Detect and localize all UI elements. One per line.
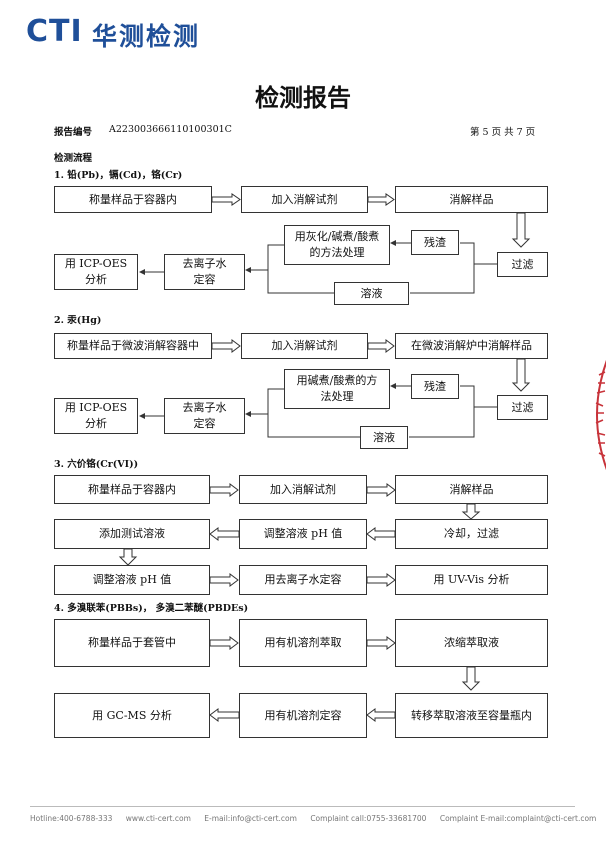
footer-website: www.cti-cert.com (125, 814, 191, 823)
section-heading-1: 1. 铅(Pb)，镉(Cd)，铬(Cr) (54, 170, 183, 181)
footer-complaint-call: Complaint call:0755-33681700 (310, 814, 427, 823)
flow-box: 残渣 (411, 230, 459, 255)
flow-box: 去离子水定容 (164, 398, 245, 434)
flow-box: 用灰化/碱煮/酸煮的方法处理 (284, 225, 390, 265)
footer-divider (30, 806, 575, 807)
page-indicator: 第 5 页 共 7 页 (470, 127, 536, 138)
flow-box: 在微波消解炉中消解样品 (395, 333, 548, 359)
flow-box: 调整溶液 pH 值 (239, 519, 367, 549)
flow-box: 加入消解试剂 (239, 475, 367, 504)
official-stamp-icon (595, 359, 606, 471)
section-title: 检测流程 (54, 153, 93, 164)
cti-logo-chinese: 华测检测 (92, 22, 201, 51)
flow-box: 用 GC-MS 分析 (54, 693, 210, 738)
flow-box: 溶液 (360, 426, 408, 449)
flow-box: 去离子水定容 (164, 254, 245, 290)
report-number: A2230036661101003​01C (109, 124, 232, 135)
section-heading-4: 4. 多溴联苯(PBBs)， 多溴二苯醚(PBDEs) (54, 603, 249, 614)
cti-logo: CTI (26, 14, 83, 49)
flow-box: 加入消解试剂 (241, 333, 368, 359)
flow-box: 用碱煮/酸煮的方法处理 (284, 369, 390, 409)
flow-box: 用有机溶剂萃取 (239, 619, 367, 667)
footer-complaint-email: Complaint E-mail:complaint@cti-cert.com (439, 814, 597, 823)
flow-box: 过滤 (497, 395, 548, 420)
footer-hotline: Hotline:400-6788-333 (30, 814, 113, 823)
flow-box: 用 ICP-OES 分析 (54, 254, 138, 290)
section-heading-3: 3. 六价铬(Cr(VI)) (54, 459, 139, 470)
flow-box: 加入消解试剂 (241, 186, 368, 213)
flow-box: 残渣 (411, 374, 459, 399)
flow-box: 用去离子水定容 (239, 565, 367, 595)
footer: Hotline:400-6788-333 www.cti-cert.com E-… (30, 814, 606, 823)
flow-box: 用 UV-Vis 分析 (395, 565, 548, 595)
flow-box: 溶液 (334, 282, 409, 305)
footer-email: E-mail:info@cti-cert.com (204, 814, 297, 823)
flow-box: 冷却，过滤 (395, 519, 548, 549)
flow-box: 称量样品于微波消解容器中 (54, 333, 212, 359)
flow-box: 调整溶液 pH 值 (54, 565, 210, 595)
flow-box: 转移萃取溶液至容量瓶内 (395, 693, 548, 738)
section-heading-2: 2. 汞(Hg) (54, 315, 102, 326)
flow-box: 称量样品于套管中 (54, 619, 210, 667)
flow-box: 称量样品于容器内 (54, 475, 210, 504)
page-title: 检测报告 (255, 83, 351, 112)
flow-box: 过滤 (497, 252, 548, 277)
report-number-label: 报告编号 (54, 127, 93, 138)
flow-box: 用有机溶剂定容 (239, 693, 367, 738)
flow-box: 称量样品于容器内 (54, 186, 212, 213)
flow-box: 用 ICP-OES 分析 (54, 398, 138, 434)
flow-box: 消解样品 (395, 186, 548, 213)
